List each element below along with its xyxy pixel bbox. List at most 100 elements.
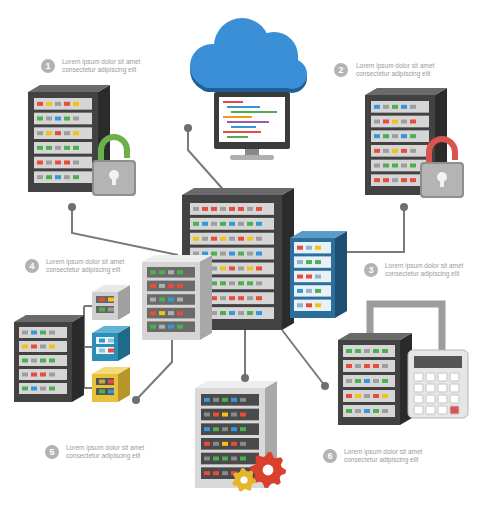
- status-led: [231, 442, 237, 446]
- rack-slot: [201, 409, 259, 421]
- callout-text: Lorem ipsum dolor sit amet consectetur a…: [385, 262, 477, 279]
- rack-slot: [19, 327, 67, 338]
- status-led: [108, 339, 114, 343]
- status-led: [150, 311, 156, 315]
- rack-top: [290, 231, 347, 238]
- status-led: [247, 266, 253, 270]
- connection-dot: [132, 396, 140, 404]
- rack-slot: [343, 375, 395, 387]
- status-led: [55, 146, 61, 150]
- rack-slot: [96, 388, 114, 395]
- status-led: [99, 339, 105, 343]
- status-led: [204, 427, 210, 431]
- server-rack: [92, 285, 130, 320]
- status-led: [159, 298, 165, 302]
- status-led: [40, 387, 46, 391]
- status-led: [374, 120, 380, 124]
- connection-line: [84, 346, 92, 348]
- status-led: [392, 178, 398, 182]
- status-led: [373, 349, 379, 353]
- status-led: [168, 284, 174, 288]
- calculator-key: [450, 395, 459, 403]
- callout-text: Lorem ipsum dolor sit amet consectetur a…: [62, 58, 154, 75]
- rack-slot: [201, 453, 259, 465]
- status-led: [177, 325, 183, 329]
- status-led: [373, 409, 379, 413]
- status-led: [213, 442, 219, 446]
- callout-number: 2: [334, 63, 348, 77]
- status-led: [37, 102, 43, 106]
- status-led: [346, 379, 352, 383]
- connection-line: [136, 340, 172, 400]
- callout-number: 4: [25, 259, 39, 273]
- status-led: [315, 246, 321, 250]
- status-led: [374, 105, 380, 109]
- padlock-shackle: [429, 139, 455, 164]
- status-led: [240, 427, 246, 431]
- status-led: [364, 379, 370, 383]
- status-led: [306, 303, 312, 307]
- rack-slot: [19, 369, 67, 380]
- status-led: [40, 345, 46, 349]
- status-led: [202, 207, 208, 211]
- code-line: [227, 136, 248, 138]
- status-led: [238, 281, 244, 285]
- status-led: [240, 413, 246, 417]
- status-led: [256, 296, 262, 300]
- status-led: [392, 134, 398, 138]
- calculator-key: [450, 384, 459, 392]
- status-led: [168, 311, 174, 315]
- rack-side: [72, 315, 84, 402]
- rack-slot: [34, 113, 92, 125]
- cloud-part: [198, 66, 298, 88]
- keyhole: [112, 175, 116, 185]
- status-led: [229, 266, 235, 270]
- status-led: [247, 311, 253, 315]
- status-led: [31, 387, 37, 391]
- status-led: [220, 266, 226, 270]
- status-led: [383, 164, 389, 168]
- server-rack: [14, 315, 84, 402]
- server-rack: [195, 381, 277, 488]
- status-led: [64, 131, 70, 135]
- rack-slot: [343, 345, 395, 357]
- status-led: [168, 325, 174, 329]
- status-led: [37, 175, 43, 179]
- server-rack: [338, 333, 412, 425]
- status-led: [213, 471, 219, 475]
- status-led: [247, 296, 253, 300]
- status-led: [177, 270, 183, 274]
- status-led: [211, 222, 217, 226]
- rack-front: [28, 92, 98, 192]
- padlock-shackle: [101, 137, 127, 162]
- status-led: [202, 252, 208, 256]
- connection-dot: [184, 124, 192, 132]
- status-led: [55, 161, 61, 165]
- rack-slot: [19, 383, 67, 394]
- status-led: [392, 164, 398, 168]
- status-led: [410, 134, 416, 138]
- server-rack: [290, 231, 347, 318]
- rack-front: [92, 292, 118, 320]
- status-led: [46, 131, 52, 135]
- status-led: [256, 207, 262, 211]
- status-led: [99, 308, 105, 312]
- status-led: [204, 398, 210, 402]
- status-led: [229, 281, 235, 285]
- status-led: [383, 120, 389, 124]
- status-led: [315, 275, 321, 279]
- rack-slot: [96, 306, 114, 313]
- monitor-base: [230, 155, 274, 160]
- rack-top: [14, 315, 84, 322]
- rack-slot: [371, 116, 429, 128]
- gear-icon: [232, 468, 256, 492]
- status-led: [168, 298, 174, 302]
- status-led: [37, 131, 43, 135]
- connection-dot: [241, 374, 249, 382]
- status-led: [37, 117, 43, 121]
- rack-slot: [371, 130, 429, 142]
- rack-side: [335, 231, 347, 318]
- status-led: [73, 102, 79, 106]
- status-led: [177, 311, 183, 315]
- rack-slot: [343, 360, 395, 372]
